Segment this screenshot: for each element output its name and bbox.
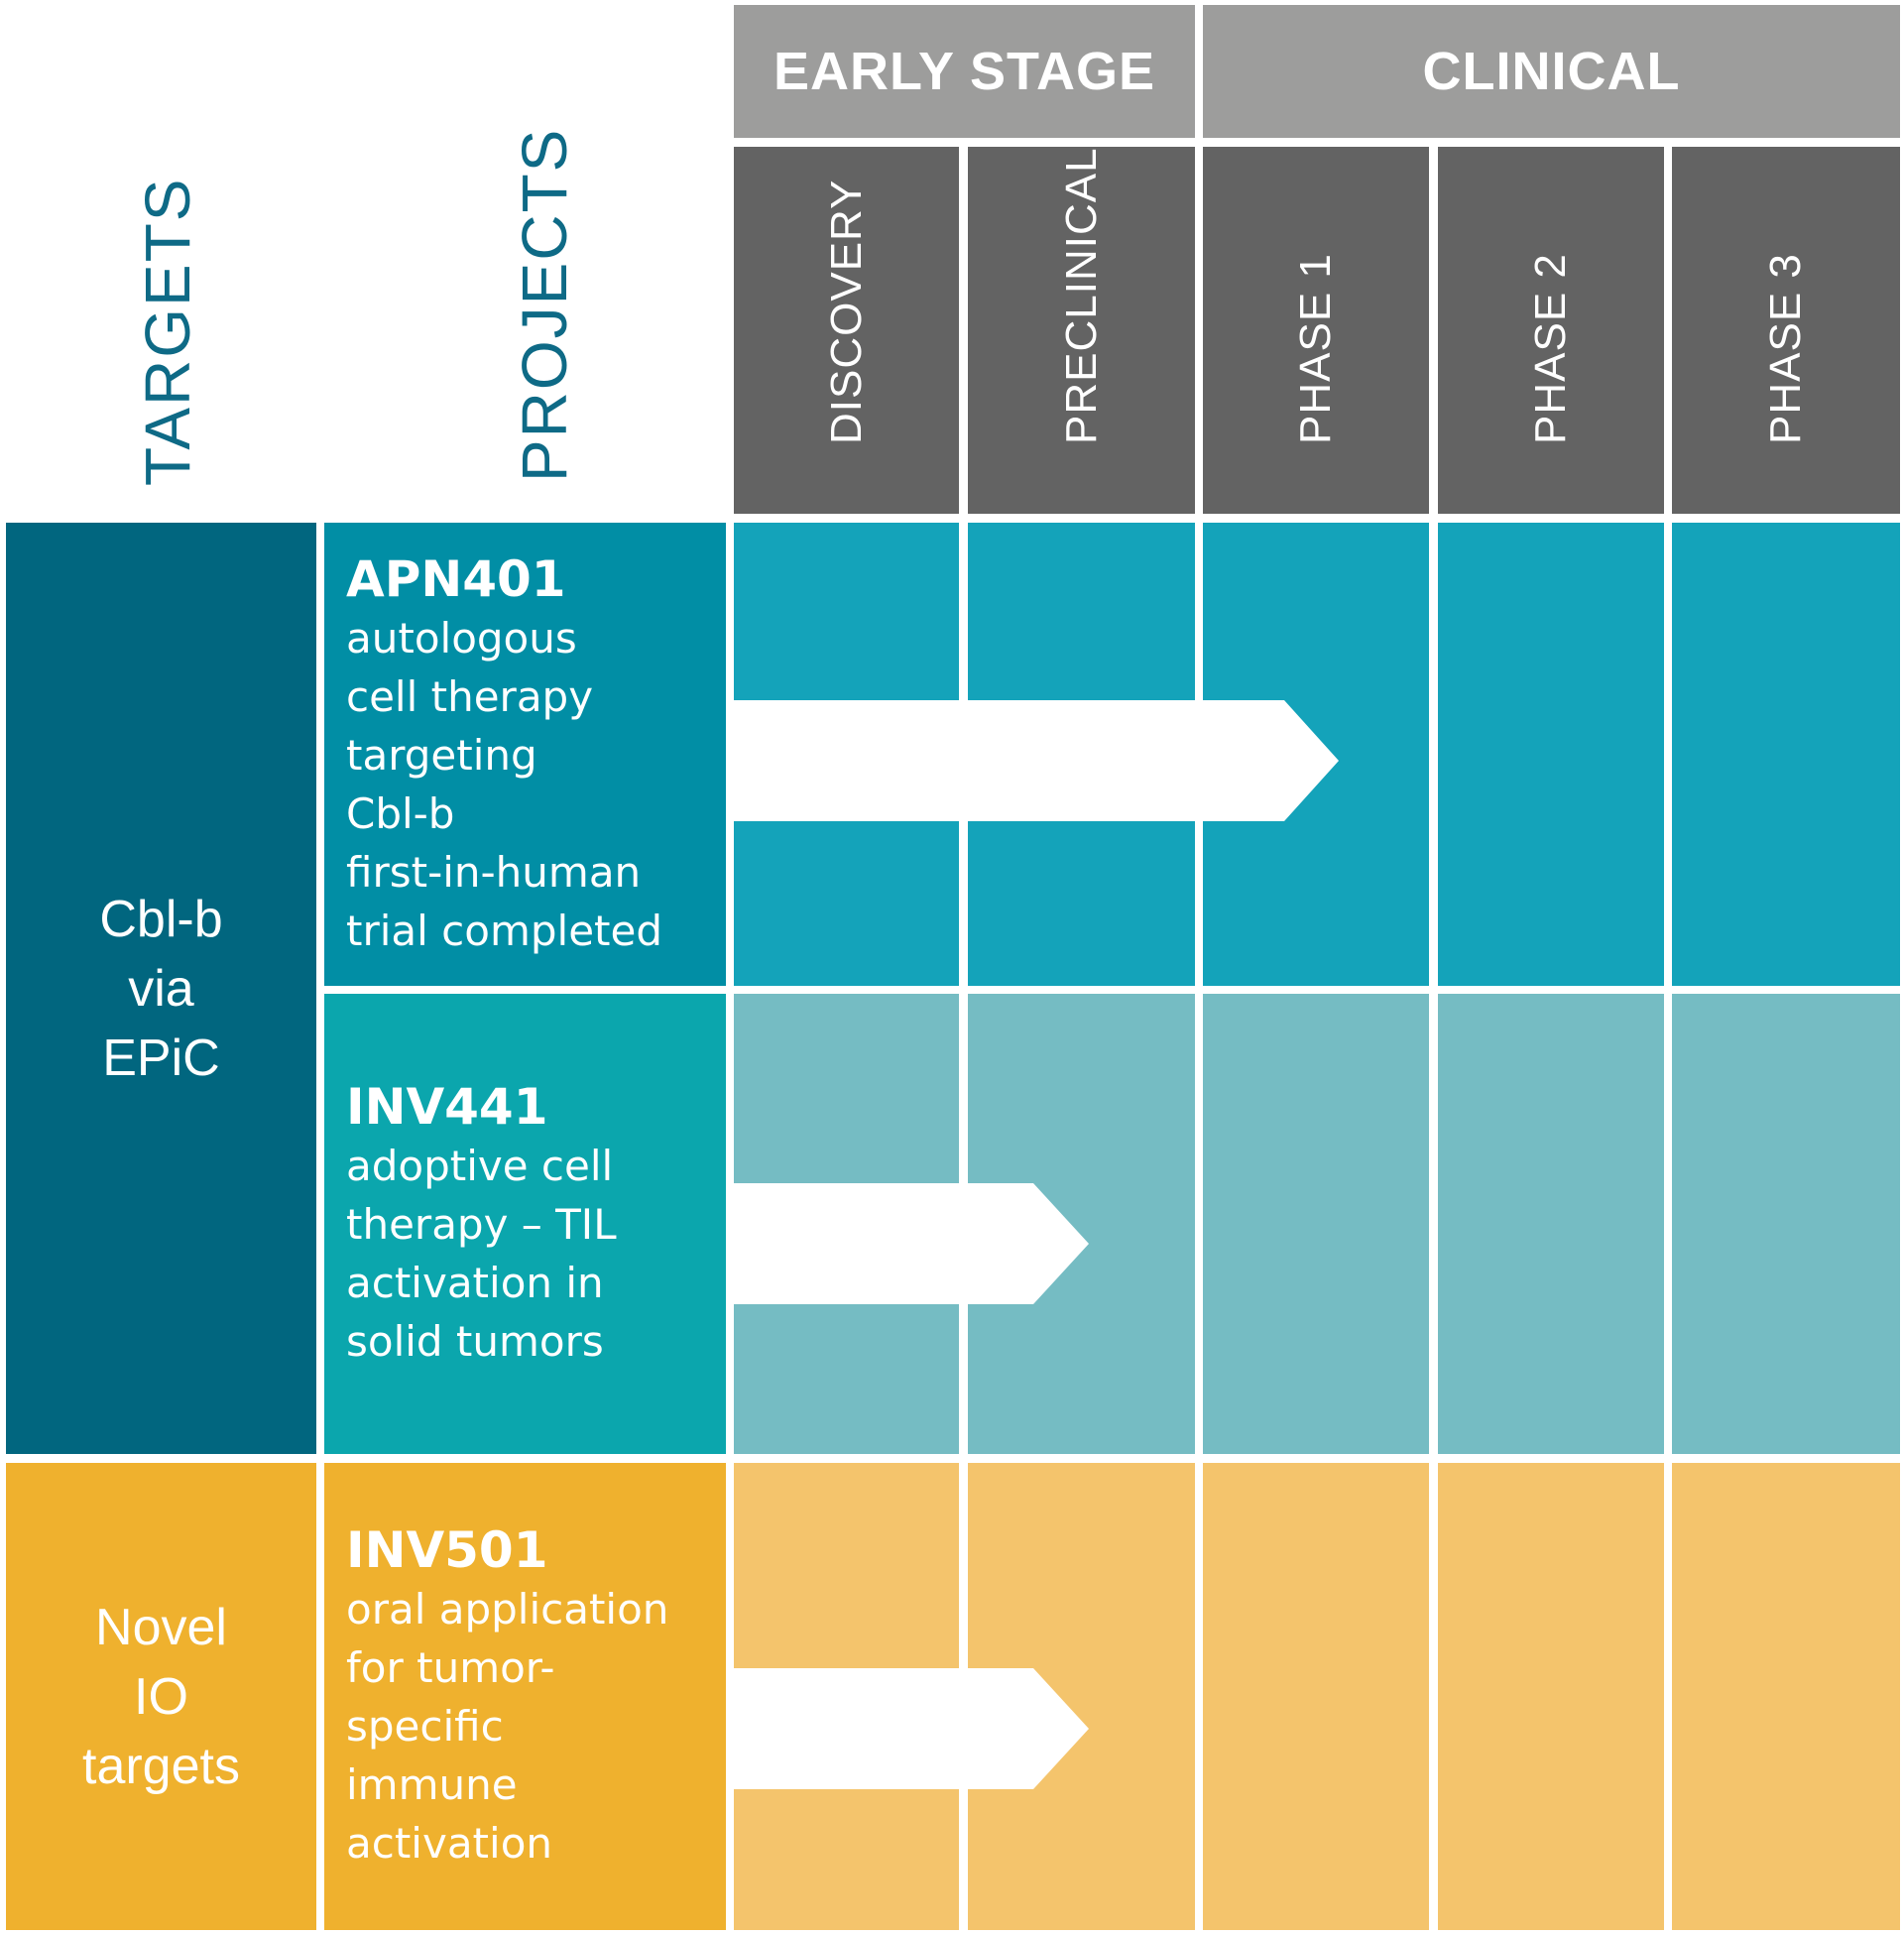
target-line: IO — [134, 1667, 188, 1726]
grid-cell — [1672, 1463, 1900, 1930]
phase-label-preclinical: PRECLINICAL — [1056, 147, 1106, 444]
phase-label-phase1: PHASE 1 — [1291, 253, 1340, 444]
target-line: EPiC — [102, 1028, 220, 1087]
grid-cell — [1203, 1463, 1429, 1930]
grid-cell — [1203, 994, 1429, 1454]
project-description: adoptive cell therapy – TIL activation i… — [346, 1142, 617, 1366]
targets-axis-title: TARGETS — [132, 177, 203, 487]
project-inv501: INV501 oral application for tumor- speci… — [324, 1463, 726, 1930]
grid-cell — [1672, 994, 1900, 1454]
phase-header-preclinical: PRECLINICAL — [968, 147, 1195, 514]
progress-arrow-inv501 — [734, 1668, 1089, 1789]
grid-cell — [1438, 1463, 1664, 1930]
target-cblb-epic: Cbl-b via EPiC — [6, 523, 316, 1454]
target-line: Cbl-b — [99, 890, 223, 948]
project-description: oral application for tumor- specific imm… — [346, 1585, 669, 1868]
project-inv441: INV441 adoptive cell therapy – TIL activ… — [324, 994, 726, 1454]
grid-cell — [1438, 994, 1664, 1454]
grid-cell — [1672, 523, 1900, 986]
project-apn401: APN401 autologous cell therapy targeting… — [324, 523, 726, 986]
phase-label-phase3: PHASE 3 — [1761, 253, 1810, 444]
phase-header-phase1: PHASE 1 — [1203, 147, 1429, 514]
progress-arrow-inv441 — [734, 1183, 1089, 1304]
project-name: APN401 — [346, 549, 566, 608]
phase-header-phase3: PHASE 3 — [1672, 147, 1900, 514]
project-name: INV441 — [346, 1078, 548, 1136]
projects-axis-title: PROJECTS — [509, 127, 580, 482]
stage-header-clinical: CLINICAL — [1203, 5, 1900, 138]
phase-header-phase2: PHASE 2 — [1438, 147, 1664, 514]
phase-label-discovery: DISCOVERY — [821, 179, 871, 444]
phase-label-phase2: PHASE 2 — [1526, 253, 1575, 444]
progress-arrow-apn401 — [734, 700, 1339, 821]
grid-cell — [1438, 523, 1664, 986]
project-description: autologous cell therapy targeting Cbl-b … — [346, 613, 662, 955]
target-line: targets — [82, 1737, 240, 1795]
target-line: Novel — [95, 1598, 227, 1656]
target-novel-io: Novel IO targets — [6, 1463, 316, 1930]
phase-header-discovery: DISCOVERY — [734, 147, 959, 514]
target-line: via — [128, 959, 194, 1018]
stage-header-early: EARLY STAGE — [734, 5, 1195, 138]
project-name: INV501 — [346, 1521, 548, 1579]
